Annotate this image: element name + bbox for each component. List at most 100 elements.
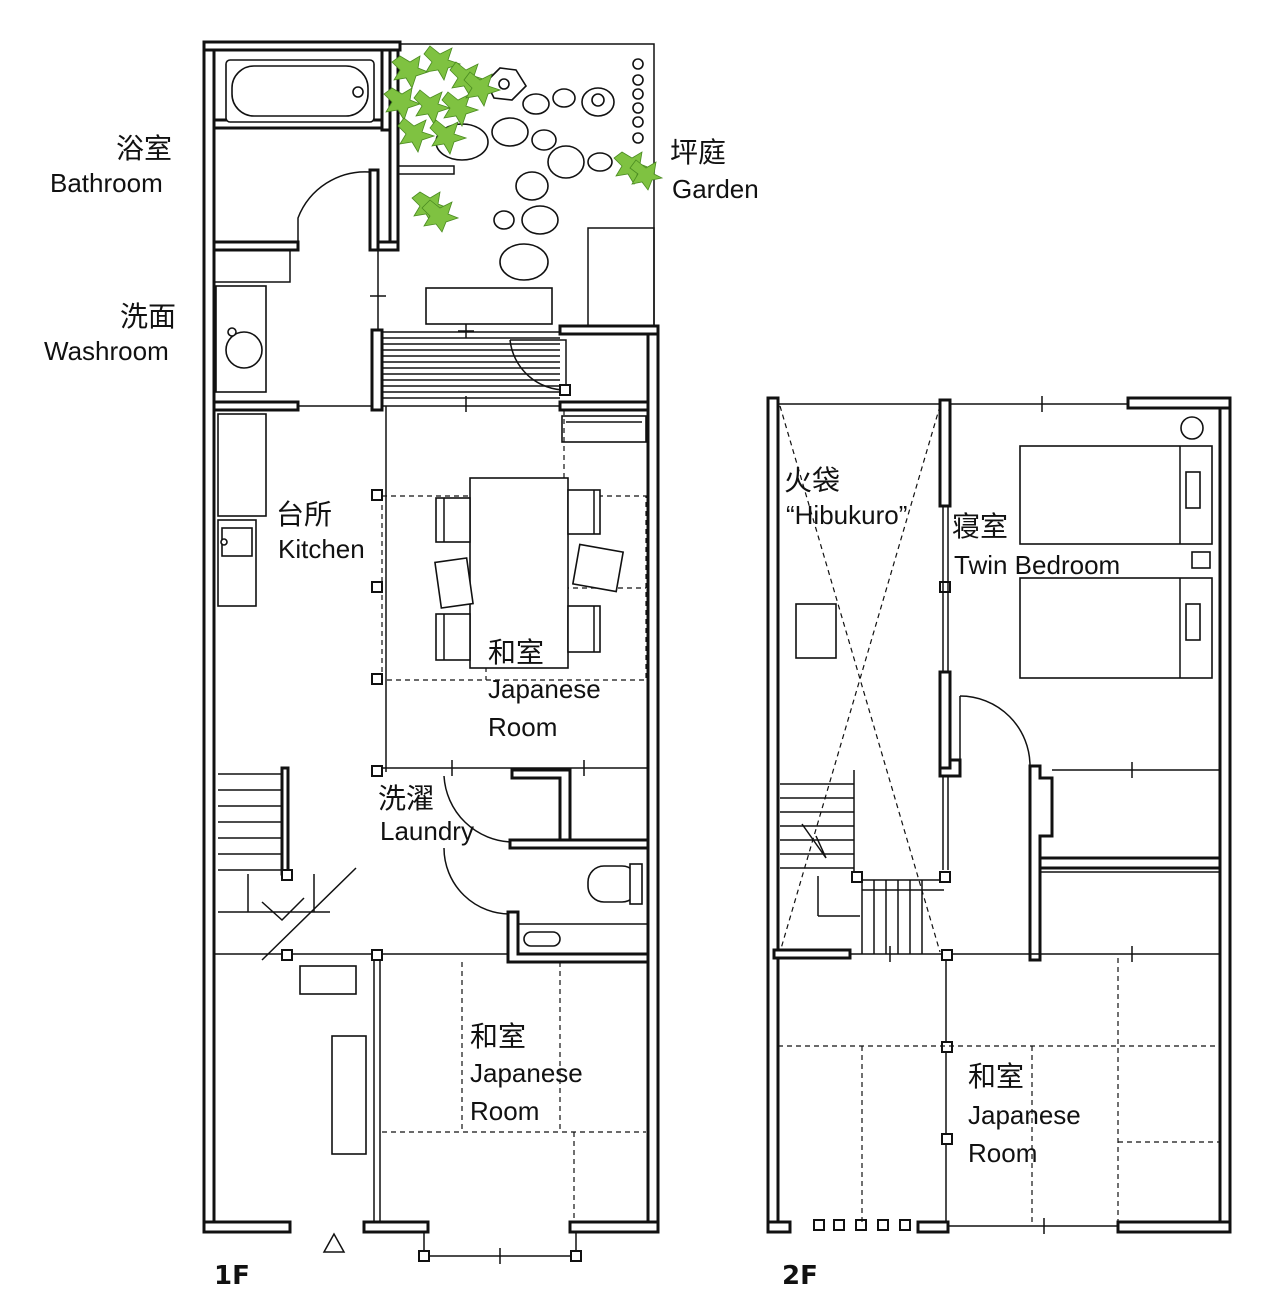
toilet-tank [629,863,643,905]
bedroom-door-swing [959,695,1031,767]
label-japanese-room-b-en1: Japanese [470,1058,583,1088]
wall-1f-south-mid [362,1220,430,1234]
hand-basin [523,931,561,947]
wall-2f-closet [1028,764,1054,962]
label-japanese-room-a-jp: 和室 [488,636,544,669]
wall-entry-west [370,328,384,412]
chair-2 [434,557,474,609]
column-4 [371,765,383,777]
label-bathroom-en: Bathroom [50,168,163,198]
wall-1f-east [646,324,660,1234]
plan-1f: 浴室 Bathroom 洗面 Washroom 坪庭 Garden 台所 Kit… [44,40,759,1291]
hibukuro-furniture [795,603,837,659]
washroom-shelf [213,249,291,283]
wall-2f-north-right [1126,396,1232,410]
stepping-slab [425,287,553,325]
label-washroom-jp: 洗面 [120,300,176,333]
dining-table [469,477,569,669]
label-bedroom-jp: 寝室 [952,510,1008,543]
column-6 [371,949,383,961]
label-bathroom-jp: 浴室 [116,132,172,165]
label-hibukuro-en: “Hibukuro” [786,500,907,530]
kitchen-tap [220,538,228,546]
column-2f-2 [941,949,953,961]
label-japanese-room-2f-en1: Japanese [968,1100,1081,1130]
garden-stones [435,67,615,281]
label-kitchen-en: Kitchen [278,534,365,564]
label-bedroom-en: Twin Bedroom [954,550,1120,580]
column-1 [371,489,383,501]
garden-lanterns [632,58,644,144]
shrub-icon [411,191,460,233]
column-2f-3 [941,1041,953,1053]
column-5 [281,949,293,961]
nightstand [1191,551,1211,569]
bed-2 [1019,577,1213,679]
wall-entry-south [558,400,650,412]
washroom-sink [225,331,263,369]
wall-2f-south-right [1116,1220,1232,1234]
kitchen-counter-upper [217,413,267,517]
column-2f-1 [939,581,951,593]
washroom-tap [227,327,237,337]
wall-2f-south-mid [916,1220,950,1234]
wall-2f-south-left [766,1220,792,1234]
label-japanese-room-a-en2: Room [488,712,557,742]
wall-1f-south-right [568,1220,660,1234]
balcony-posts [813,1219,911,1231]
kitchen-shelf [561,415,647,443]
label-japanese-room-b-en2: Room [470,1096,539,1126]
wall-1f-west [202,40,216,1234]
chair-1 [435,497,471,543]
gate-post-1 [418,1250,430,1262]
gate-post-2 [570,1250,582,1262]
stairs-1f [218,766,357,961]
wall-2f-door-jamb [938,670,952,770]
wall-2f-center-upper [938,398,952,508]
label-floor-1f: 1F [214,1261,250,1291]
wall-2f-closet-mid [1038,856,1222,870]
void-cross-2 [779,405,941,953]
label-hibukuro-jp: 火袋 [784,464,840,497]
column-3 [371,673,383,685]
column-2f-4 [941,1133,953,1145]
garden-shed [587,227,655,327]
plan-2f: 火袋 “Hibukuro” 寝室 Twin Bedroom 和室 Japanes… [766,396,1232,1291]
label-japanese-room-2f-jp: 和室 [968,1060,1024,1093]
garden-sill [397,165,455,175]
bed-2-pillow [1185,603,1201,641]
wall-1f-south-left [202,1220,292,1234]
wall-laundry-L [510,768,572,848]
low-table [331,1035,367,1155]
chair-3 [435,613,471,661]
bath-door-swing [297,171,371,246]
bathtub [231,65,369,117]
label-japanese-room-2f-en2: Room [968,1138,1037,1168]
wall-washroom-south [212,400,300,412]
laundry-door-swing [443,775,513,843]
wall-bath-south-left [212,240,300,252]
label-garden-en: Garden [672,174,759,204]
column-2f-stair-1 [851,871,863,883]
maple-tree-icon [383,45,502,155]
void-cross-1 [779,405,941,953]
chair-5 [571,543,625,593]
wall-1f-north-bath [202,40,402,52]
shoe-cabinet [299,965,357,995]
tub-drain [352,86,364,98]
wall-1f-east-top [558,324,660,336]
chair-6 [567,605,601,653]
wall-2f-east [1218,396,1232,1234]
wall-toilet-south [506,910,650,964]
label-garden-jp: 坪庭 [670,136,726,169]
wall-bath-door-jamb [368,168,380,252]
column-2 [371,581,383,593]
column-stair [281,869,293,881]
fern-icon [613,151,664,191]
wall-2f-west [766,396,780,1234]
label-washroom-en: Washroom [44,336,169,366]
engawa-steps [382,331,560,399]
label-floor-2f: 2F [782,1261,818,1291]
